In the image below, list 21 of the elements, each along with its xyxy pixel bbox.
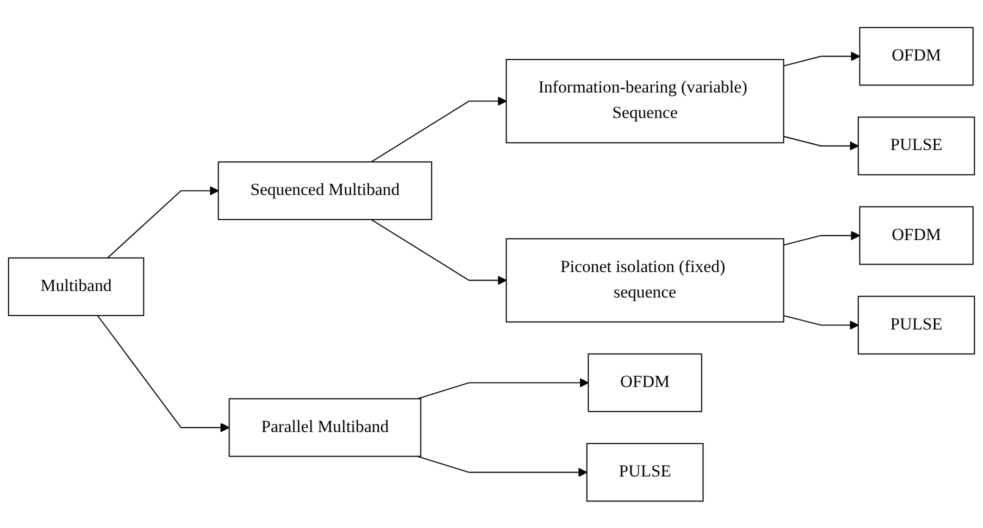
node-box: OFDM [859,26,974,86]
arrow [784,136,859,150]
node-box: Sequenced Multiband [218,161,432,220]
arrow [784,51,860,66]
node-box: PULSE [858,295,975,354]
arrow [370,218,507,285]
node-box: OFDM [859,206,974,265]
arrow [370,96,507,162]
arrow [417,455,588,477]
node-box: OFDM [588,353,702,412]
node-box: Multiband [8,257,144,316]
arrow [417,378,589,399]
node-box: PULSE [586,442,704,502]
node-box: PULSE [858,116,975,175]
node-box: Parallel Multiband [228,398,422,457]
node-box: Piconet isolation (fixed) sequence [506,238,784,322]
arrow [784,314,859,330]
arrow [97,314,230,432]
arrow [784,230,860,246]
arrow [107,186,219,258]
node-box: Information-bearing (variable) Sequence [506,58,784,143]
